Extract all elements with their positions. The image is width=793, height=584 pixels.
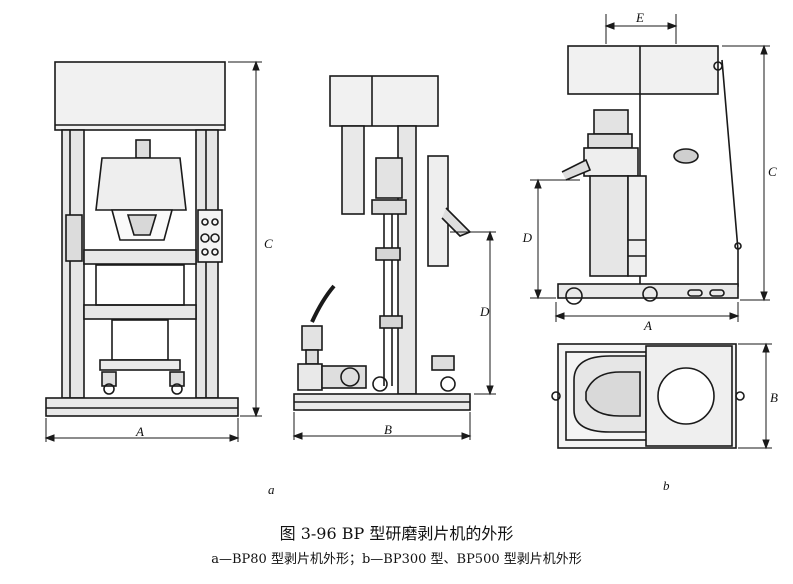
figure-caption-title: 图 3-96 BP 型研磨剥片机的外形 [279,524,514,543]
panel-b-tag: b [663,478,670,493]
panel-b-dimensions [530,14,770,322]
panel-a-front-view [45,61,239,417]
dim-label-b-height: C [768,164,777,179]
dim-label-a-height: C [264,236,273,251]
panel-b-plan-dimensions [738,342,772,450]
panel-a-dimensions [44,60,262,442]
dim-label-b-mid: D [522,230,533,245]
dim-label-b-width: A [643,318,652,333]
dim-label-a-width: A [135,424,144,439]
panel-mid-dimensions [292,230,496,440]
panel-mid-side-view [293,75,472,411]
panel-b-plan-view [551,343,745,449]
panel-b-side-view [557,45,742,305]
dim-label-mid-height: D [479,304,490,319]
dim-label-b-top: E [635,10,644,25]
dim-label-b-plan: B [770,390,778,405]
panel-a-tag: a [268,482,275,497]
dim-label-mid-width: B [384,422,392,437]
figure-caption-subtitle: a—BP80 型剥片机外形；b—BP300 型、BP500 型剥片机外形 [211,552,582,567]
